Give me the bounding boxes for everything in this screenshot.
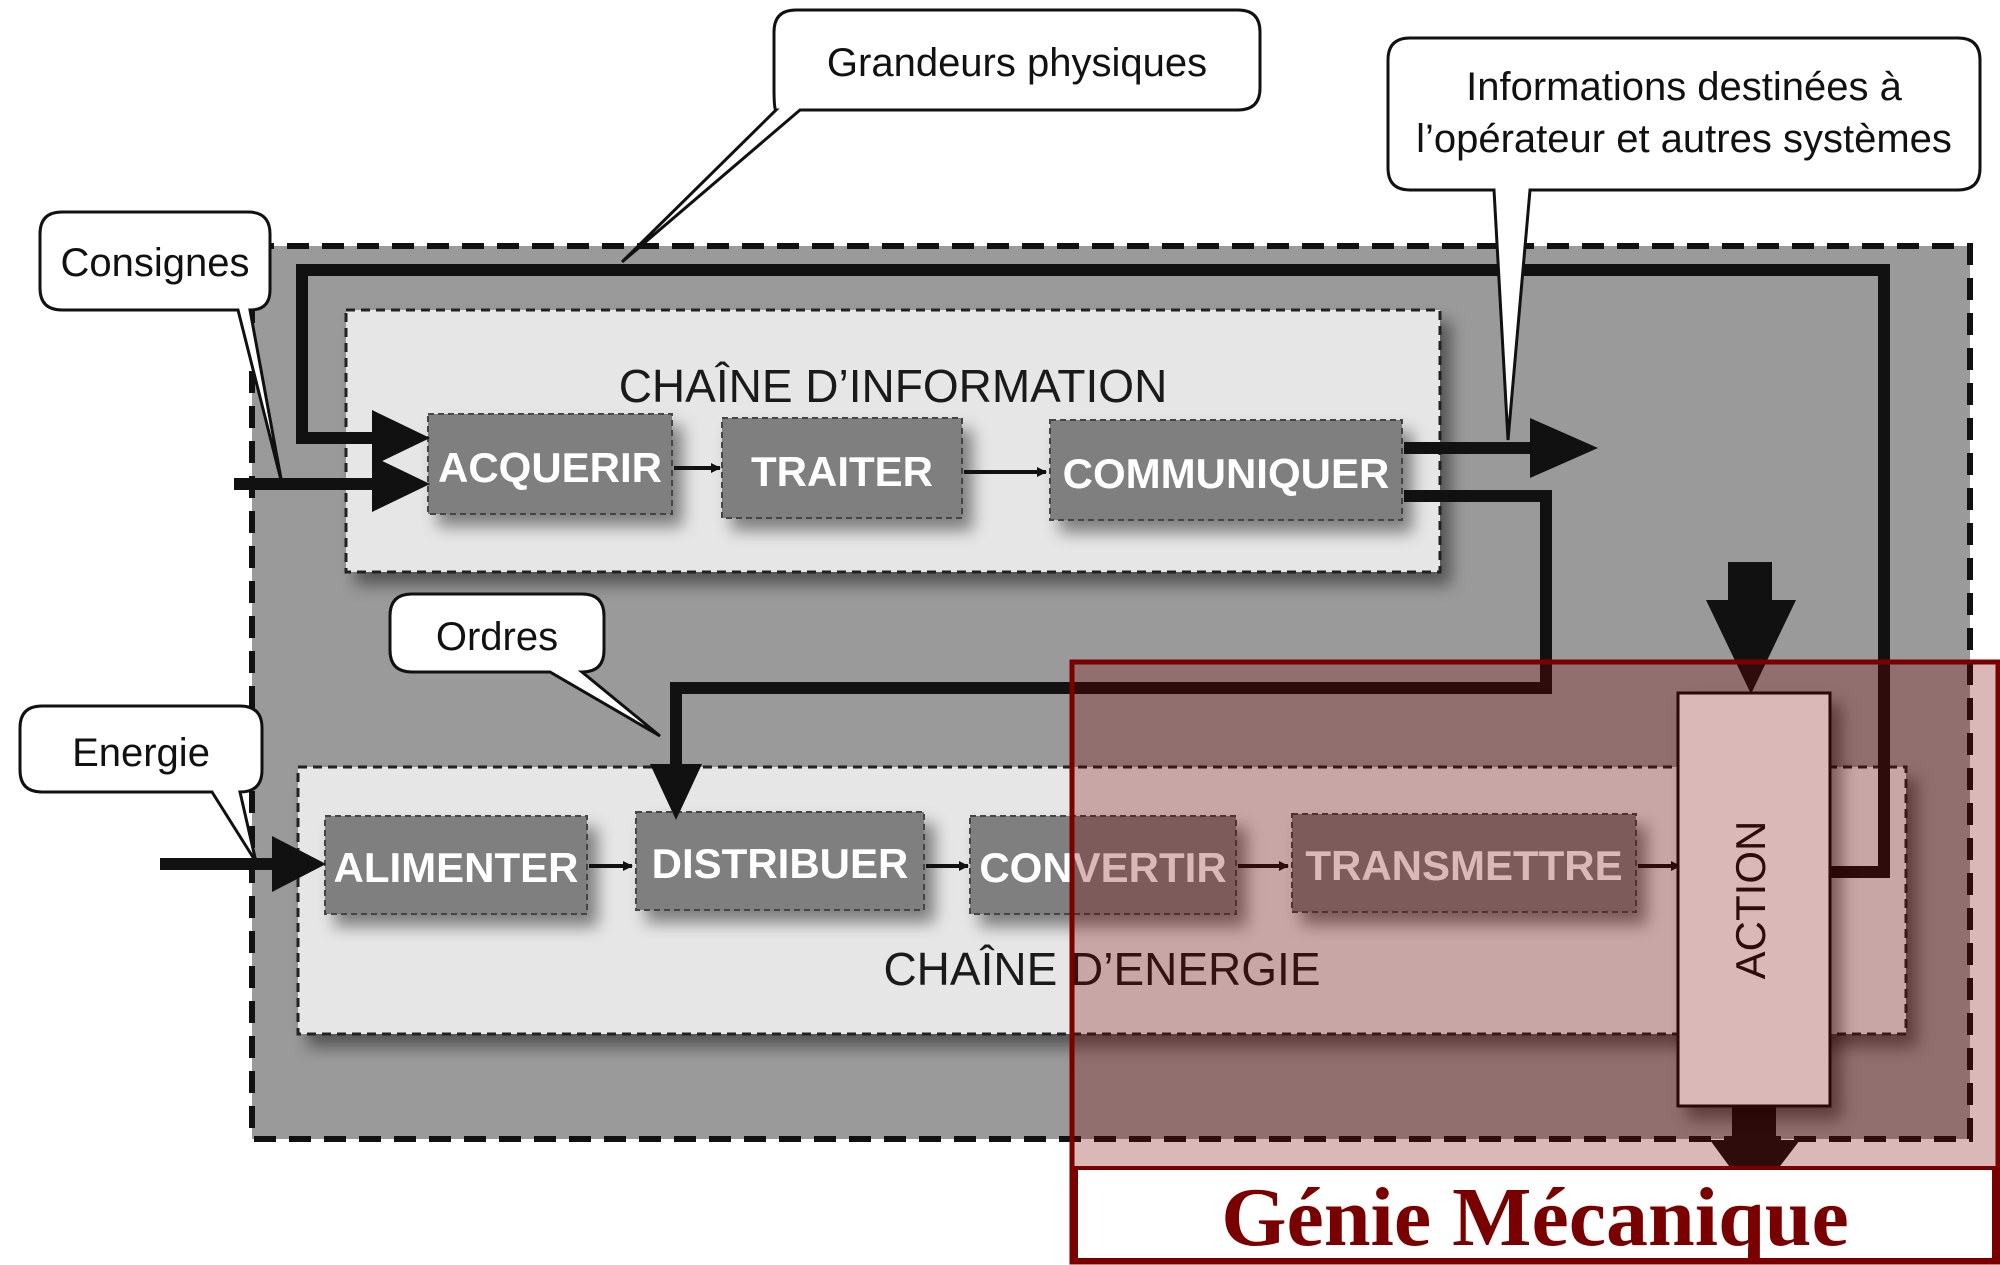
function-acquerir: ACQUERIR <box>427 413 673 515</box>
svg-text:COMMUNIQUER: COMMUNIQUER <box>1063 450 1390 497</box>
genie-mecanique-highlight: Génie Mécanique <box>1069 659 2000 1265</box>
svg-text:ACQUERIR: ACQUERIR <box>438 444 662 491</box>
function-transmettre: TRANSMETTRE <box>1291 813 1637 913</box>
information-chain-title: CHAÎNE D’INFORMATION <box>619 360 1168 412</box>
function-convertir: CONVERTIR <box>969 815 1237 915</box>
action-box: ACTION <box>1676 691 1832 1108</box>
callout-grandeurs-physiques: Grandeurs physiques <box>620 8 1262 264</box>
svg-text:DISTRIBUER: DISTRIBUER <box>652 840 909 887</box>
svg-text:TRANSMETTRE: TRANSMETTRE <box>1305 842 1622 889</box>
svg-text:Consignes: Consignes <box>60 241 249 285</box>
svg-text:Ordres: Ordres <box>436 615 558 659</box>
flow-arrowheads <box>272 410 1800 1200</box>
svg-text:l’opérateur et autres systèmes: l’opérateur et autres systèmes <box>1416 117 1952 161</box>
function-alimenter: ALIMENTER <box>324 815 588 915</box>
svg-text:ALIMENTER: ALIMENTER <box>334 844 579 891</box>
svg-text:TRAITER: TRAITER <box>751 448 933 495</box>
callout-energie: Energie <box>18 704 264 863</box>
callout-informations: Informations destinées à l’opérateur et … <box>1386 36 1982 441</box>
svg-text:Energie: Energie <box>72 731 210 775</box>
function-traiter: TRAITER <box>721 417 963 519</box>
flow-arrows-small <box>589 463 1681 871</box>
svg-text:CONVERTIR: CONVERTIR <box>979 844 1226 891</box>
function-distribuer: DISTRIBUER <box>635 811 925 911</box>
genie-mecanique-label: Génie Mécanique <box>1221 1171 1849 1264</box>
svg-text:ACTION: ACTION <box>1727 821 1774 980</box>
function-communiquer: COMMUNIQUER <box>1049 419 1403 521</box>
flow-lines-thick <box>160 264 1890 878</box>
svg-text:Grandeurs physiques: Grandeurs physiques <box>827 41 1207 85</box>
callout-consignes: Consignes <box>38 210 284 485</box>
callout-ordres: Ordres <box>388 592 661 738</box>
svg-text:Informations destinées à: Informations destinées à <box>1466 65 1903 109</box>
energy-chain-title: CHAÎNE D’ENERGIE <box>883 943 1320 995</box>
